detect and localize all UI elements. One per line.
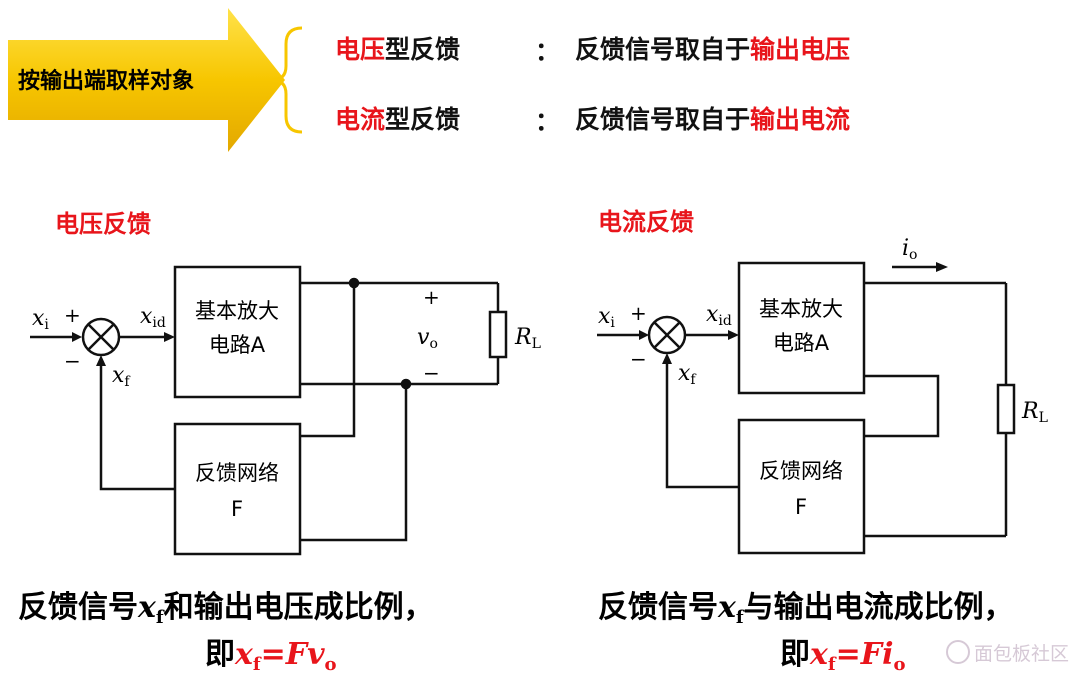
- left-input-label: xi: [32, 306, 49, 333]
- header-row-current: 电流型反馈: [335, 105, 460, 134]
- feedback-arrowhead: [96, 355, 106, 366]
- feedback-arrowhead-r: [662, 353, 672, 364]
- voltage-diagram-labels: xi + − xid xf 基本放大 电路A 反馈网络 F + − vo RL: [32, 285, 541, 521]
- input-arrowhead: [72, 332, 82, 342]
- header-row-current-desc: 反馈信号取自于输出电流: [575, 105, 850, 134]
- left-caption-line2: 即xf=Fvo: [205, 637, 337, 675]
- voltage-feedback-diagram: 电压反馈: [30, 210, 508, 556]
- right-feedback-label: xf: [678, 361, 697, 388]
- yellow-arrow-shape: [8, 8, 285, 152]
- header-row-voltage-desc: 反馈信号取自于输出电压: [575, 35, 850, 64]
- watermark-text: 面包板社区: [974, 643, 1069, 665]
- left-amp-line2: 电路A: [209, 333, 266, 357]
- current-feedback-diagram: 电流反馈: [597, 208, 1016, 555]
- right-caption-line2: 即xf=Fio: [780, 637, 906, 675]
- right-fb-line1: 反馈网络: [759, 459, 843, 483]
- input-arrowhead-r: [639, 330, 649, 340]
- left-feedback-label: xf: [112, 363, 131, 390]
- output-current-label: io: [902, 236, 917, 263]
- left-fb-line1: 反馈网络: [195, 461, 279, 485]
- left-error-label: xid: [140, 304, 166, 331]
- header-row-voltage-colon: ：: [535, 37, 560, 66]
- header-row-voltage: 电压型反馈: [335, 35, 460, 64]
- feedback-network-block-r: [737, 418, 866, 555]
- right-amp-line2: 电路A: [773, 331, 830, 355]
- amplifier-block-r: [737, 261, 866, 395]
- output-voltage-label: vo: [417, 325, 438, 352]
- amplifier-block: [173, 265, 302, 399]
- voltage-feedback-title: 电压反馈: [55, 210, 151, 238]
- watermark-logo-icon: [946, 640, 970, 664]
- header-row-current-colon: ：: [535, 107, 560, 136]
- load-resistor: [488, 310, 508, 359]
- curly-brace: [271, 26, 303, 134]
- feedback-network-block: [173, 422, 302, 556]
- captions: 反馈信号xf和输出电压成比例， 即xf=Fvo 反馈信号xf与输出电流成比例， …: [18, 590, 1014, 675]
- load-resistor-r: [996, 383, 1016, 435]
- left-fb-line2: F: [231, 497, 243, 521]
- right-input-plus: +: [630, 301, 647, 325]
- arrow-label: 按输出端取样对象: [18, 68, 194, 94]
- right-error-label: xid: [706, 302, 732, 329]
- left-input-plus: +: [64, 303, 81, 327]
- current-feedback-title: 电流反馈: [598, 208, 694, 236]
- header-block: 按输出端取样对象 电压型反馈 ： 反馈信号取自于输出电压 电流型反馈 ： 反馈信…: [8, 8, 850, 152]
- output-minus-sign: −: [423, 361, 440, 385]
- right-input-minus: −: [630, 347, 647, 371]
- right-caption-line1: 反馈信号xf与输出电流成比例，: [598, 590, 1014, 628]
- right-amp-line1: 基本放大: [759, 297, 843, 321]
- left-amp-line1: 基本放大: [195, 299, 279, 323]
- current-diagram-labels: xi + − xid xf 基本放大 电路A 反馈网络 F io RL: [598, 236, 1048, 519]
- right-load-label: RL: [1021, 399, 1048, 426]
- left-load-label: RL: [514, 325, 541, 352]
- right-input-label: xi: [598, 304, 615, 331]
- left-caption-line1: 反馈信号xf和输出电压成比例，: [18, 590, 434, 628]
- current-arrowhead: [936, 262, 948, 272]
- watermark: 面包板社区: [946, 640, 1069, 665]
- right-fb-line2: F: [795, 495, 807, 519]
- error-arrowhead: [164, 332, 175, 342]
- left-input-minus: −: [64, 349, 81, 373]
- error-arrowhead-r: [728, 330, 739, 340]
- output-plus-sign: +: [423, 285, 440, 309]
